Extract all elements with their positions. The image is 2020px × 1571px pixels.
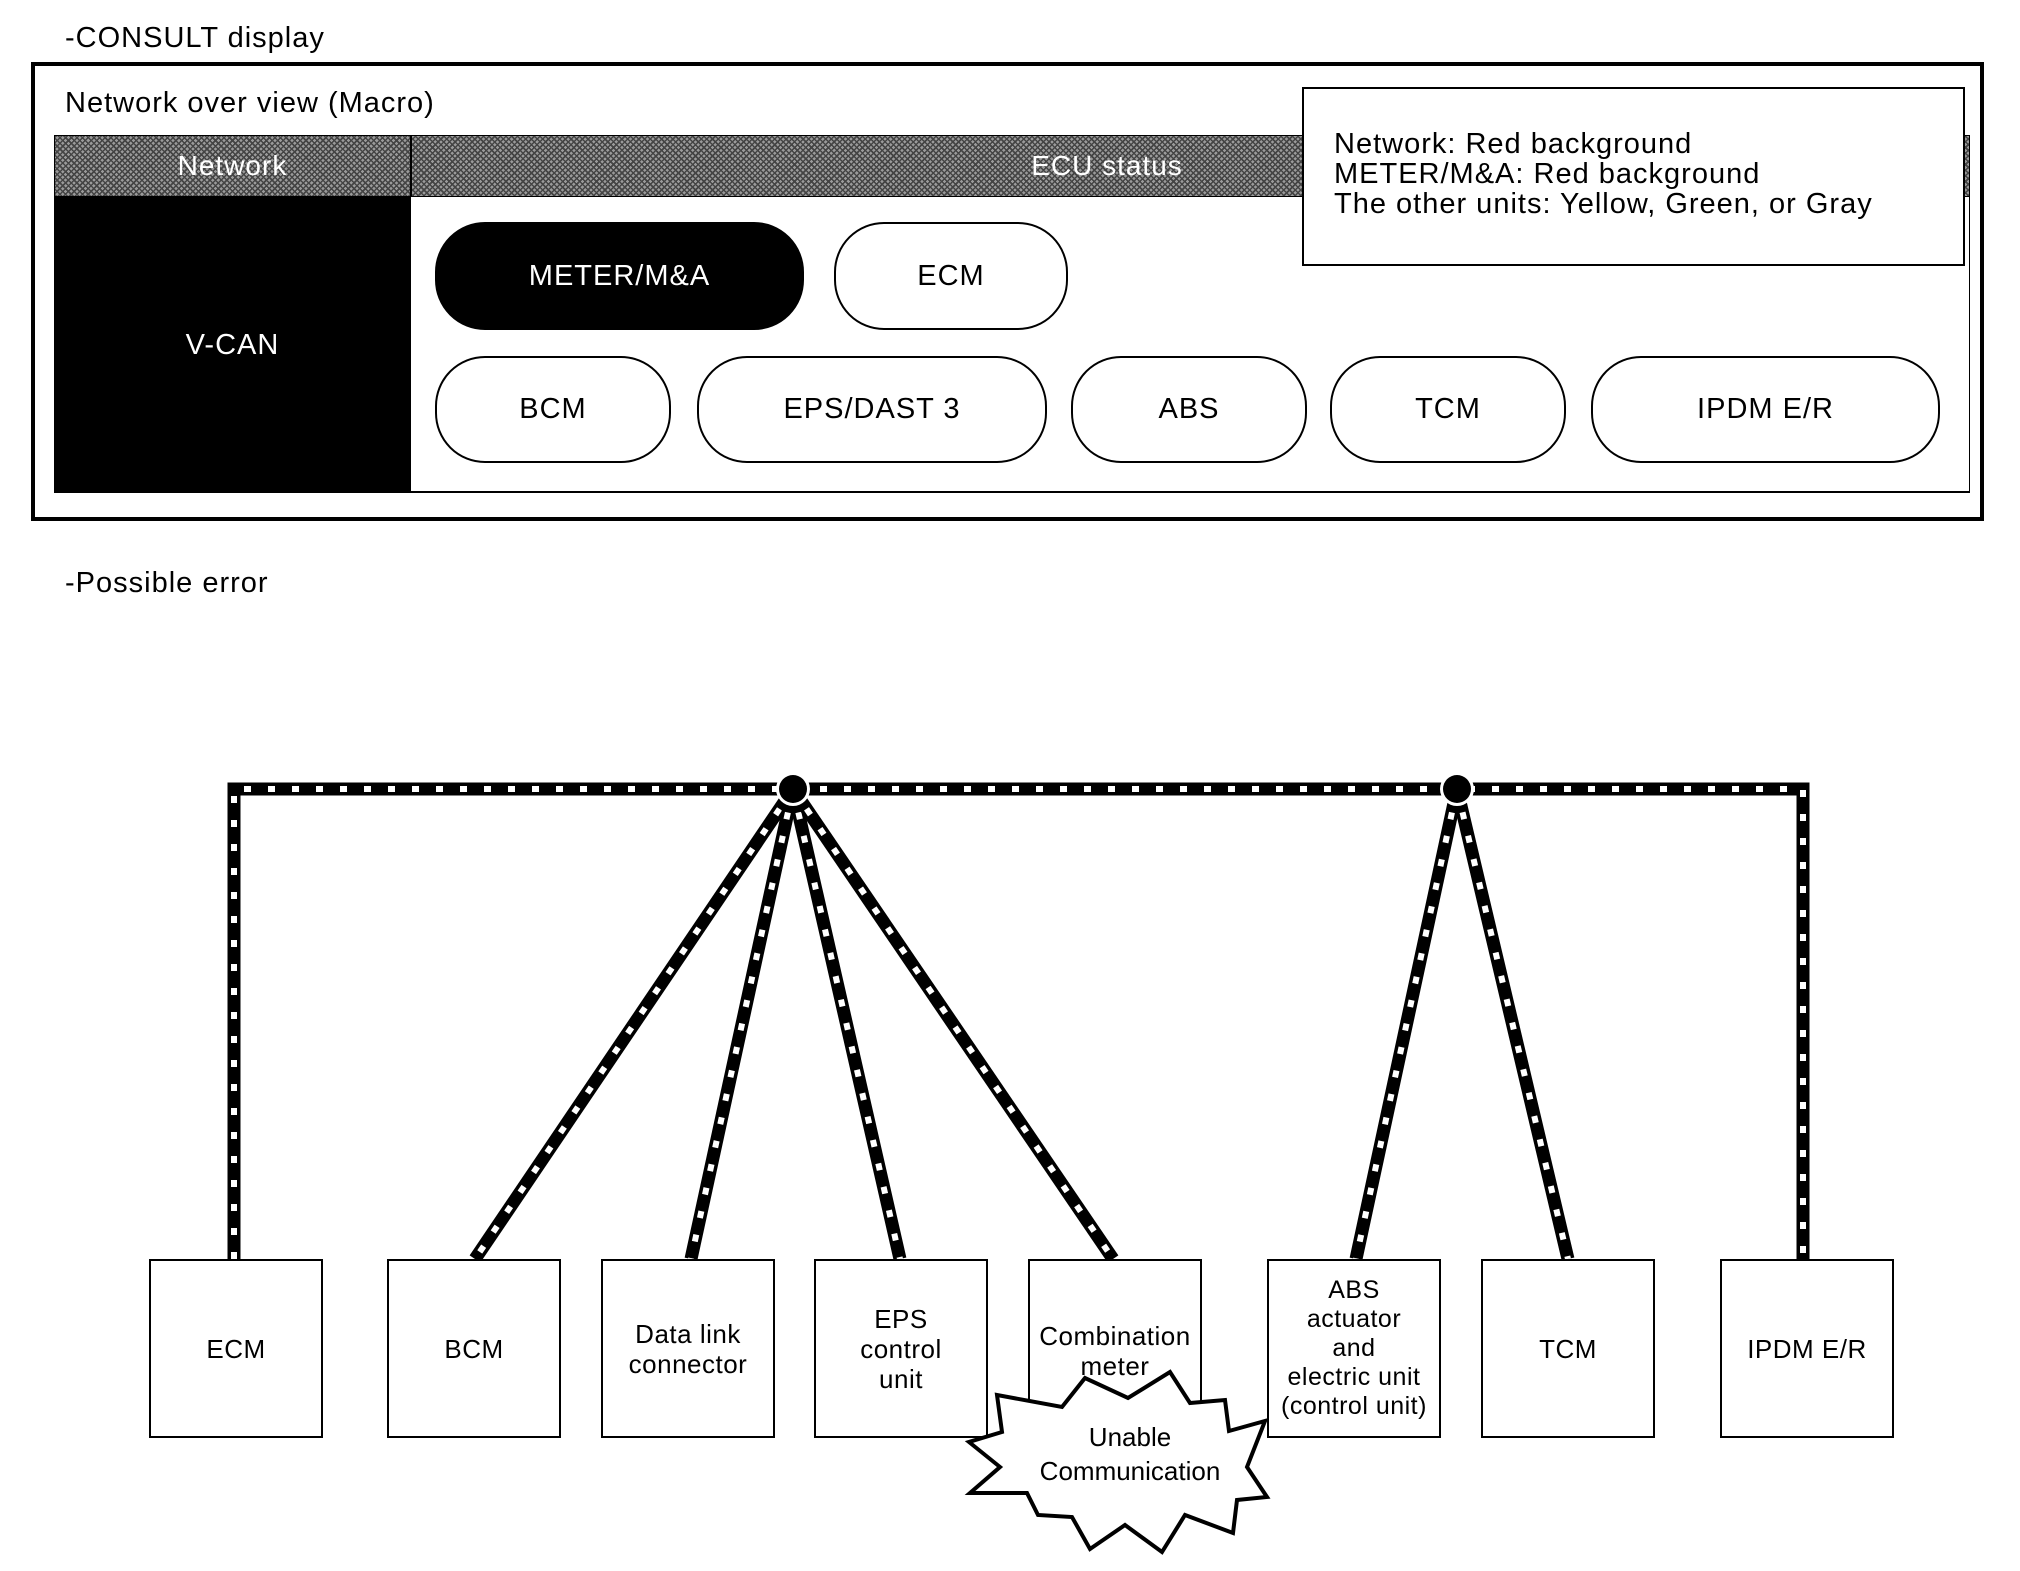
unit-eps-control-unit[interactable]: EPS control unit: [814, 1259, 988, 1438]
legend-callout: Network: Red background METER/M&A: Red b…: [1302, 87, 1965, 266]
ecu-label: EPS/DAST 3: [783, 393, 961, 425]
unit-ecm[interactable]: ECM: [149, 1259, 323, 1438]
legend-line: METER/M&A: Red background: [1334, 158, 1761, 190]
ecu-label: METER/M&A: [528, 259, 711, 292]
ecu-button-abs[interactable]: ABS: [1071, 356, 1307, 463]
ecu-label: IPDM E/R: [1697, 393, 1834, 425]
unit-label: TCM: [1539, 1333, 1597, 1364]
unit-data-link-connector[interactable]: Data link connector: [601, 1259, 775, 1438]
ecu-button-bcm[interactable]: BCM: [435, 356, 671, 463]
unit-label: IPDM E/R: [1747, 1333, 1867, 1364]
unit-label: ECM: [206, 1333, 266, 1364]
ecu-button-tcm[interactable]: TCM: [1330, 356, 1566, 463]
unit-label: BCM: [444, 1333, 504, 1364]
unit-label: Data link connector: [628, 1318, 748, 1379]
ecu-button-ecm[interactable]: ECM: [834, 222, 1068, 330]
ecu-button-eps[interactable]: EPS/DAST 3: [697, 356, 1047, 463]
legend-line: The other units: Yellow, Green, or Gray: [1334, 188, 1873, 220]
legend-line: Network: Red background: [1334, 128, 1693, 160]
unit-bcm[interactable]: BCM: [387, 1259, 561, 1438]
ecu-button-meter[interactable]: METER/M&A: [435, 222, 804, 330]
unit-ipdm-er[interactable]: IPDM E/R: [1720, 1259, 1894, 1438]
unable-communication-callout: Unable Communication: [1039, 1422, 1221, 1486]
unit-label: ABS actuator and electric unit (control …: [1281, 1276, 1427, 1420]
ecu-status-header-text: ECU status: [1031, 150, 1183, 181]
network-cell-vcan[interactable]: V-CAN: [54, 197, 411, 493]
ecu-label: ECM: [917, 259, 985, 292]
unit-label: Combination meter: [1039, 1321, 1191, 1381]
possible-error-label: -Possible error: [65, 567, 269, 599]
network-header-text: Network: [177, 150, 288, 181]
ecu-button-ipdm[interactable]: IPDM E/R: [1591, 356, 1940, 463]
network-column-header: Network: [54, 135, 411, 197]
ecu-label: TCM: [1415, 393, 1481, 425]
ecu-label: BCM: [519, 393, 587, 425]
ecu-label: ABS: [1158, 393, 1220, 425]
unit-tcm[interactable]: TCM: [1481, 1259, 1655, 1438]
consult-display-label: -CONSULT display: [65, 22, 325, 54]
starburst-icon: [964, 1369, 1271, 1555]
unit-label: EPS control unit: [860, 1303, 942, 1394]
unit-abs-actuator[interactable]: ABS actuator and electric unit (control …: [1267, 1259, 1441, 1438]
network-overview-title: Network over view (Macro): [65, 87, 435, 119]
network-name: V-CAN: [185, 328, 280, 361]
